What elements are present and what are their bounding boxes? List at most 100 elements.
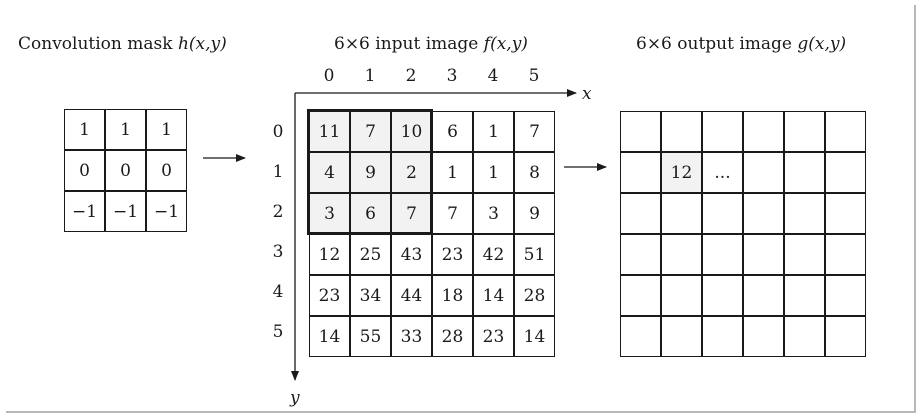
- output-title-func: g: [797, 34, 809, 54]
- output-cell-r4-c1: [661, 275, 702, 316]
- input-cell-r3-c3: 23: [432, 234, 473, 275]
- input-cell-r4-c0: 23: [309, 275, 350, 316]
- mask-title-func: h: [177, 34, 189, 54]
- output-cell-r5-c1: [661, 316, 702, 357]
- input-cell-r1-c0: 4: [309, 152, 350, 193]
- mask-cell-r0-c2: 1: [146, 109, 187, 150]
- mask-cell-r2-c0: −1: [64, 191, 105, 232]
- output-cell-r3-c0: [620, 234, 661, 275]
- input-cell-r1-c4: 1: [473, 152, 514, 193]
- input-col-label-4: 4: [487, 66, 499, 86]
- output-cell-r0-c1: [661, 111, 702, 152]
- input-col-label-0: 0: [323, 66, 335, 86]
- output-cell-r5-c2: [702, 316, 743, 357]
- mask-cell-r1-c1: 0: [105, 150, 146, 191]
- output-cell-r4-c3: [743, 275, 784, 316]
- mask-cell-r1-c0: 0: [64, 150, 105, 191]
- output-cell-r2-c4: [784, 193, 825, 234]
- input-cell-r4-c2: 44: [391, 275, 432, 316]
- input-cell-r3-c5: 51: [514, 234, 555, 275]
- output-cell-r1-c1: 12: [661, 152, 702, 193]
- input-cell-r5-c2: 33: [391, 316, 432, 357]
- output-cell-r5-c4: [784, 316, 825, 357]
- input-title-args: (x,y): [490, 34, 528, 54]
- input-cell-r1-c2: 2: [391, 152, 432, 193]
- input-cell-r0-c0: 11: [309, 111, 350, 152]
- input-cell-r2-c4: 3: [473, 193, 514, 234]
- input-cell-r3-c2: 43: [391, 234, 432, 275]
- input-cell-r0-c2: 10: [391, 111, 432, 152]
- output-cell-r1-c0: [620, 152, 661, 193]
- output-cell-r4-c2: [702, 275, 743, 316]
- input-row-label-4: 4: [272, 282, 284, 302]
- input-col-label-5: 5: [528, 66, 540, 86]
- output-cell-r1-c2: ...: [702, 152, 743, 193]
- output-cell-r3-c2: [702, 234, 743, 275]
- output-cell-r1-c3: [743, 152, 784, 193]
- input-cell-r4-c1: 34: [350, 275, 391, 316]
- input-cell-r0-c4: 1: [473, 111, 514, 152]
- output-cell-r2-c2: [702, 193, 743, 234]
- mask-title-prefix: Convolution mask: [18, 34, 178, 54]
- input-cell-r2-c5: 9: [514, 193, 555, 234]
- input-title-prefix: 6×6 input image: [334, 34, 484, 54]
- input-col-label-2: 2: [405, 66, 417, 86]
- output-cell-r4-c5: [825, 275, 866, 316]
- input-cell-r1-c1: 9: [350, 152, 391, 193]
- output-cell-r3-c4: [784, 234, 825, 275]
- output-cell-r0-c3: [743, 111, 784, 152]
- input-col-label-3: 3: [446, 66, 458, 86]
- output-cell-r1-c5: [825, 152, 866, 193]
- output-cell-r5-c3: [743, 316, 784, 357]
- output-cell-r2-c5: [825, 193, 866, 234]
- x-axis-label: x: [582, 84, 592, 104]
- input-cell-r1-c5: 8: [514, 152, 555, 193]
- input-row-label-2: 2: [272, 202, 284, 222]
- input-cell-r5-c3: 28: [432, 316, 473, 357]
- figure-frame: [6, 5, 916, 413]
- mask-cell-r2-c2: −1: [146, 191, 187, 232]
- output-cell-r4-c0: [620, 275, 661, 316]
- input-cell-r3-c4: 42: [473, 234, 514, 275]
- input-cell-r0-c1: 7: [350, 111, 391, 152]
- input-cell-r1-c3: 1: [432, 152, 473, 193]
- output-cell-r0-c5: [825, 111, 866, 152]
- mask-title-args: (x,y): [188, 34, 227, 54]
- input-title: 6×6 input image f(x,y): [334, 34, 528, 54]
- mask-cell-r0-c0: 1: [64, 109, 105, 150]
- input-cell-r5-c0: 14: [309, 316, 350, 357]
- mask-title: Convolution mask h(x,y): [18, 34, 227, 54]
- input-cell-r4-c5: 28: [514, 275, 555, 316]
- output-title-args: (x,y): [808, 34, 847, 54]
- input-row-label-0: 0: [272, 122, 284, 142]
- y-axis-label: y: [290, 388, 300, 408]
- output-cell-r2-c0: [620, 193, 661, 234]
- output-cell-r2-c3: [743, 193, 784, 234]
- input-cell-r2-c3: 7: [432, 193, 473, 234]
- output-cell-r3-c3: [743, 234, 784, 275]
- input-col-label-1: 1: [364, 66, 376, 86]
- output-cell-r3-c1: [661, 234, 702, 275]
- mask-cell-r1-c2: 0: [146, 150, 187, 191]
- output-cell-r0-c4: [784, 111, 825, 152]
- output-title-prefix: 6×6 output image: [636, 34, 798, 54]
- input-row-label-5: 5: [272, 322, 284, 342]
- mask-cell-r2-c1: −1: [105, 191, 146, 232]
- input-cell-r4-c3: 18: [432, 275, 473, 316]
- output-cell-r1-c4: [784, 152, 825, 193]
- input-cell-r2-c1: 6: [350, 193, 391, 234]
- output-cell-r2-c1: [661, 193, 702, 234]
- input-row-label-1: 1: [272, 162, 284, 182]
- output-title: 6×6 output image g(x,y): [636, 34, 846, 54]
- input-cell-r0-c3: 6: [432, 111, 473, 152]
- input-cell-r2-c0: 3: [309, 193, 350, 234]
- input-cell-r5-c4: 23: [473, 316, 514, 357]
- input-title-func: f: [483, 34, 491, 54]
- input-cell-r5-c1: 55: [350, 316, 391, 357]
- mask-cell-r0-c1: 1: [105, 109, 146, 150]
- input-cell-r5-c5: 14: [514, 316, 555, 357]
- input-cell-r4-c4: 14: [473, 275, 514, 316]
- output-cell-r4-c4: [784, 275, 825, 316]
- output-cell-r5-c0: [620, 316, 661, 357]
